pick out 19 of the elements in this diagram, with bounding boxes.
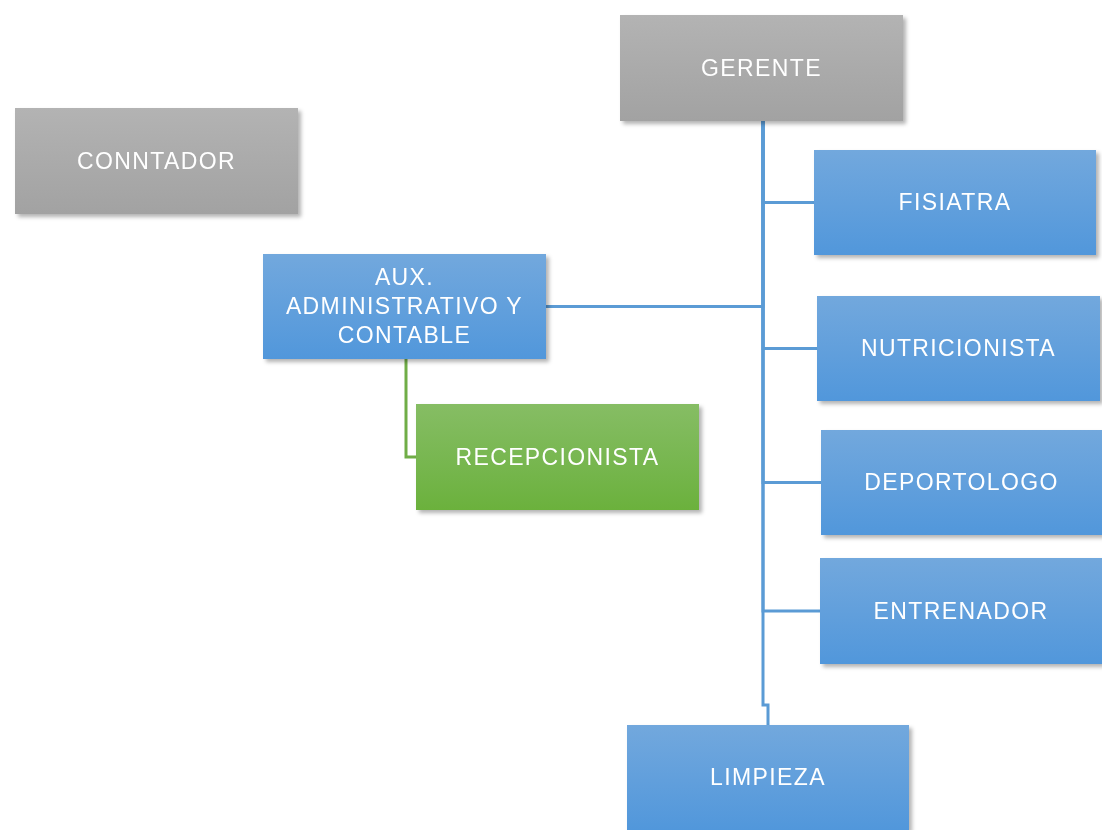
role-title: NUTRICIONISTA xyxy=(860,334,1057,363)
org-box xyxy=(15,108,298,214)
role-title: AUX. ADMINISTRATIVO Y CONTABLE xyxy=(284,263,525,350)
role-title: RECEPCIONISTA xyxy=(455,442,660,472)
org-box xyxy=(820,558,1102,664)
role-title: FISIATRA xyxy=(898,188,1012,217)
org-box xyxy=(814,150,1096,255)
org-box xyxy=(821,430,1102,535)
role-title: GERENTE xyxy=(701,53,822,83)
connector-line xyxy=(404,359,416,459)
org-box xyxy=(627,725,909,830)
role-title: LIMPIEZA xyxy=(710,763,826,792)
org-box xyxy=(620,15,903,121)
org-box xyxy=(263,254,546,359)
role-title: CONNTADOR xyxy=(77,146,236,176)
org-box xyxy=(416,404,699,510)
org-box xyxy=(817,296,1100,401)
role-title: DEPORTOLOGO xyxy=(864,468,1059,497)
role-title: ENTRENADOR xyxy=(873,596,1049,626)
